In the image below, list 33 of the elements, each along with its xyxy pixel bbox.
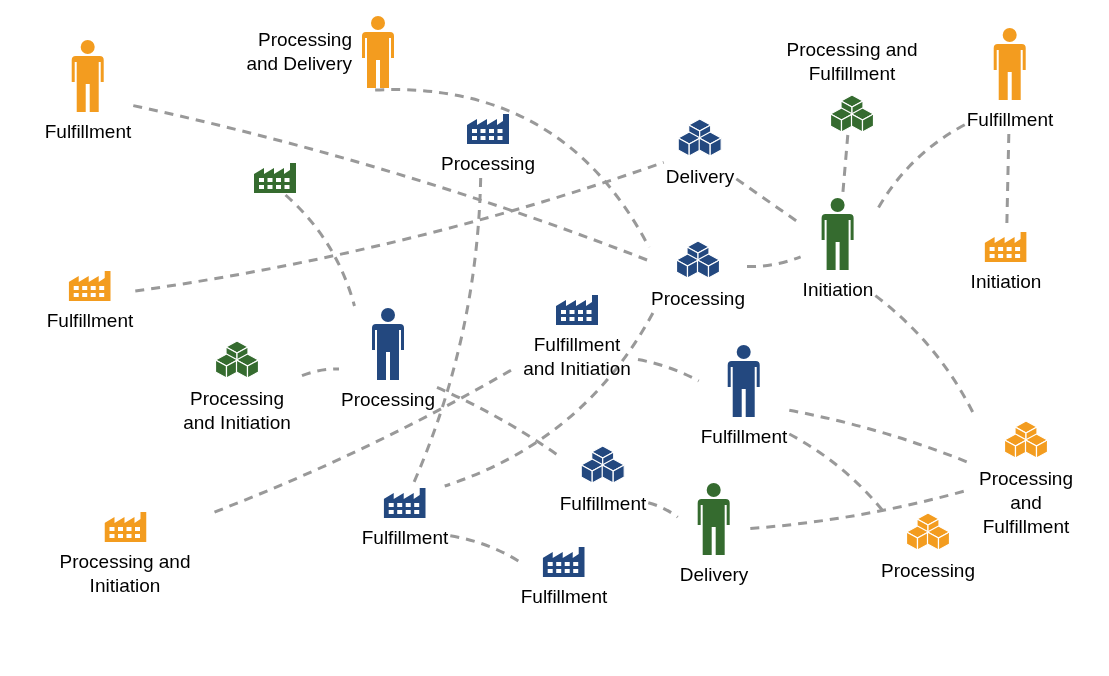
node-label: Processing <box>341 388 435 412</box>
node-label: Fulfillment <box>966 108 1054 132</box>
node-label: Delivery <box>665 165 735 189</box>
node-label: Initiation <box>802 278 874 302</box>
connector-line <box>450 534 520 563</box>
connector-line <box>747 255 802 269</box>
connector-line <box>788 432 884 511</box>
connector-line <box>301 367 339 378</box>
connector-line <box>132 104 650 263</box>
node-label: Processing and Fulfillment <box>978 467 1074 539</box>
connector-line <box>135 160 665 293</box>
node-label: Initiation <box>970 270 1042 294</box>
node-label: Processing <box>441 152 535 176</box>
node-label: Fulfillment <box>46 309 134 333</box>
connector-line <box>647 501 679 519</box>
connector-line <box>284 193 356 307</box>
node-label: Processing and Fulfillment <box>785 38 919 86</box>
node-label: Processing and Initiation <box>182 387 292 435</box>
node-label: Processing and Initiation <box>58 550 192 598</box>
connector-line <box>375 88 651 249</box>
node-label: Fulfillment <box>559 492 647 516</box>
connector-line <box>436 386 559 457</box>
node-label: Processing <box>881 559 975 583</box>
node-label: Fulfillment <box>700 425 788 449</box>
connector-line <box>637 358 700 383</box>
node-label: Fulfillment <box>361 526 449 550</box>
node-label: Processing and Delivery <box>245 28 352 76</box>
connector-line <box>444 312 655 488</box>
node-label: Delivery <box>679 563 749 587</box>
node-label: Fulfillment and Initiation <box>522 333 632 381</box>
node-label: Fulfillment <box>520 585 608 609</box>
node-label: Processing <box>651 287 745 311</box>
node-label: Fulfillment <box>44 120 132 144</box>
